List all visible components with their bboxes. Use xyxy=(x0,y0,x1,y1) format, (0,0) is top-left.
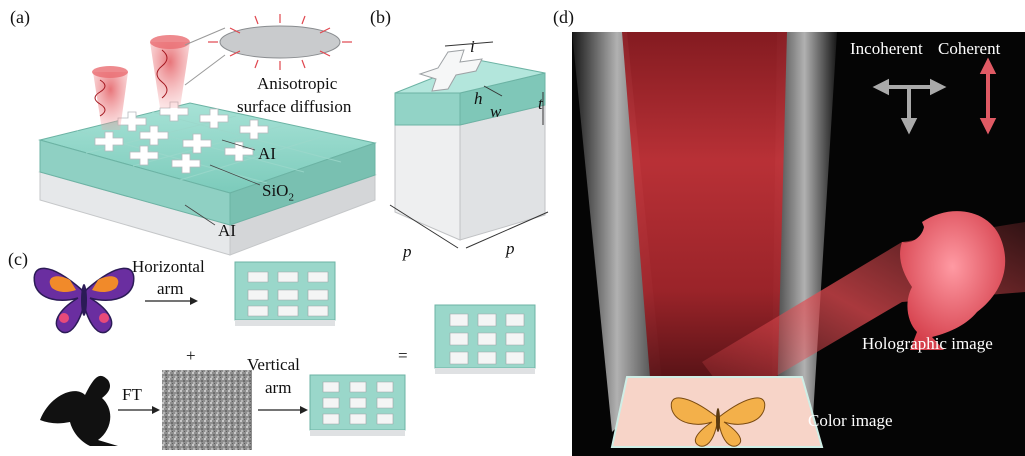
schematic-graphics xyxy=(33,14,549,450)
layer-sio2-label: SiO2 xyxy=(262,181,294,204)
annotation-line-2: surface diffusion xyxy=(237,97,352,116)
dim-w-label: w xyxy=(490,102,502,121)
callout-line-top xyxy=(184,27,226,46)
butterfly-image xyxy=(33,267,135,334)
pointer-sio2 xyxy=(209,164,261,186)
panel-a-label: (a) xyxy=(10,7,30,27)
kangaroo-image xyxy=(40,375,118,446)
vertical-label-1: Vertical xyxy=(247,355,300,374)
holographic-image-label: Holographic image xyxy=(862,334,993,353)
noise-hologram xyxy=(162,370,252,450)
arrow-ft-head xyxy=(152,406,160,414)
pointer-al-bottom xyxy=(184,204,216,226)
panel-c-label: (c) xyxy=(8,249,28,269)
layer-al-top-label: AI xyxy=(258,144,276,163)
coherent-label: Coherent xyxy=(938,39,1001,58)
diffusion-ellipse xyxy=(208,14,352,70)
holography-graphics xyxy=(572,32,1025,448)
dim-p-right-label: p xyxy=(506,239,515,258)
dim-i-label: i xyxy=(470,37,475,56)
butterfly-color-image xyxy=(670,397,766,447)
metasurface-block xyxy=(38,102,377,256)
unit-cell xyxy=(389,41,549,249)
annotation-line-1: Anisotropic xyxy=(257,74,338,93)
horizontal-label-1: Horizontal xyxy=(132,257,205,276)
vertical-label-2: arm xyxy=(265,378,292,397)
incoherent-label: Incoherent xyxy=(850,39,923,58)
pointer-al-top xyxy=(221,139,256,151)
panel-d-label: (d) xyxy=(553,7,574,27)
color-image-label: Color image xyxy=(808,411,893,430)
layer-al-bottom-label: AI xyxy=(218,221,236,240)
arrow-vertical-head xyxy=(300,406,308,414)
dim-p-left-label: p xyxy=(403,242,412,261)
ft-label: FT xyxy=(122,385,142,404)
plus-sign: + xyxy=(186,346,196,365)
laser-beams xyxy=(92,35,190,130)
callout-line-bottom xyxy=(184,54,226,86)
arrow-horizontal-head xyxy=(190,297,198,305)
dolphin-hologram xyxy=(900,211,1006,350)
holography-scene xyxy=(572,32,1025,456)
cross-nanostructures xyxy=(94,101,269,174)
horizontal-label-2: arm xyxy=(157,279,184,298)
tile-crosses xyxy=(247,271,525,425)
dim-t-label: t xyxy=(538,94,543,113)
incoherent-arrows xyxy=(872,78,947,135)
panel-b-label: (b) xyxy=(370,7,391,27)
dim-h-label: h xyxy=(474,89,483,108)
equals-sign: = xyxy=(398,346,408,365)
coherent-arrow xyxy=(979,57,997,135)
